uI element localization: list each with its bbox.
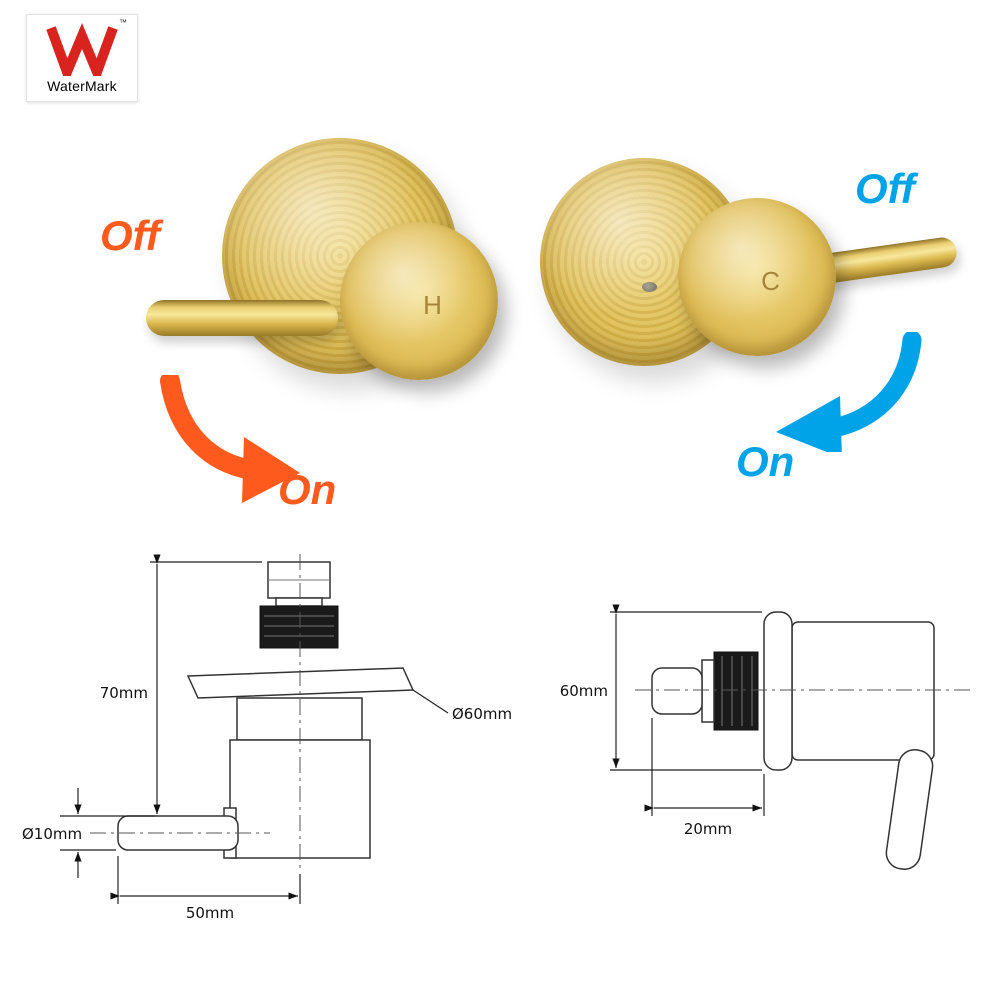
dim-label-10mm-dia: Ø10mm	[22, 825, 82, 843]
dim-label-50mm: 50mm	[186, 904, 234, 922]
cold-off-label: Off	[855, 165, 915, 212]
dim-length-50mm: 50mm	[110, 856, 301, 922]
hot-valve-cap: H	[340, 222, 498, 380]
dim-label-70mm: 70mm	[100, 684, 148, 702]
dim-height-70mm: 70mm	[100, 554, 262, 817]
watermark-w-icon: ™	[43, 18, 127, 86]
dimension-drawing-side: 70mm Ø60mm Ø10mm 50mm	[22, 554, 512, 922]
dim-flange-60mm: Ø60mm	[412, 689, 512, 723]
valve-outline-side	[90, 554, 415, 870]
dim-label-20mm: 20mm	[684, 820, 732, 838]
dim-depth-20mm: 20mm	[644, 718, 765, 838]
hot-off-label: Off	[100, 212, 160, 259]
cold-cap-letter: C	[761, 265, 781, 296]
trademark-symbol: ™	[119, 18, 127, 27]
cold-turn-arrow-icon	[776, 332, 922, 452]
cold-valve-screw-dot	[642, 282, 657, 292]
watermark-certification-logo: ™ WaterMark	[26, 14, 138, 102]
hot-valve-lever	[146, 300, 338, 336]
dim-label-60mm-dia: Ø60mm	[452, 705, 512, 723]
cold-valve-cap: C	[678, 198, 836, 356]
hot-turn-arrow-icon	[160, 375, 300, 503]
dim-height-60mm: 60mm	[560, 604, 762, 771]
valve-outline-profile	[635, 611, 970, 870]
watermark-label: WaterMark	[47, 78, 117, 94]
dim-label-60mm: 60mm	[560, 682, 608, 700]
dimension-drawing-profile: 60mm 20mm	[560, 604, 970, 870]
cold-on-label: On	[736, 438, 795, 485]
dim-handle-10mm: Ø10mm	[22, 788, 116, 878]
hot-cap-letter: H	[423, 289, 443, 320]
watermark-w-glyph	[46, 23, 118, 86]
